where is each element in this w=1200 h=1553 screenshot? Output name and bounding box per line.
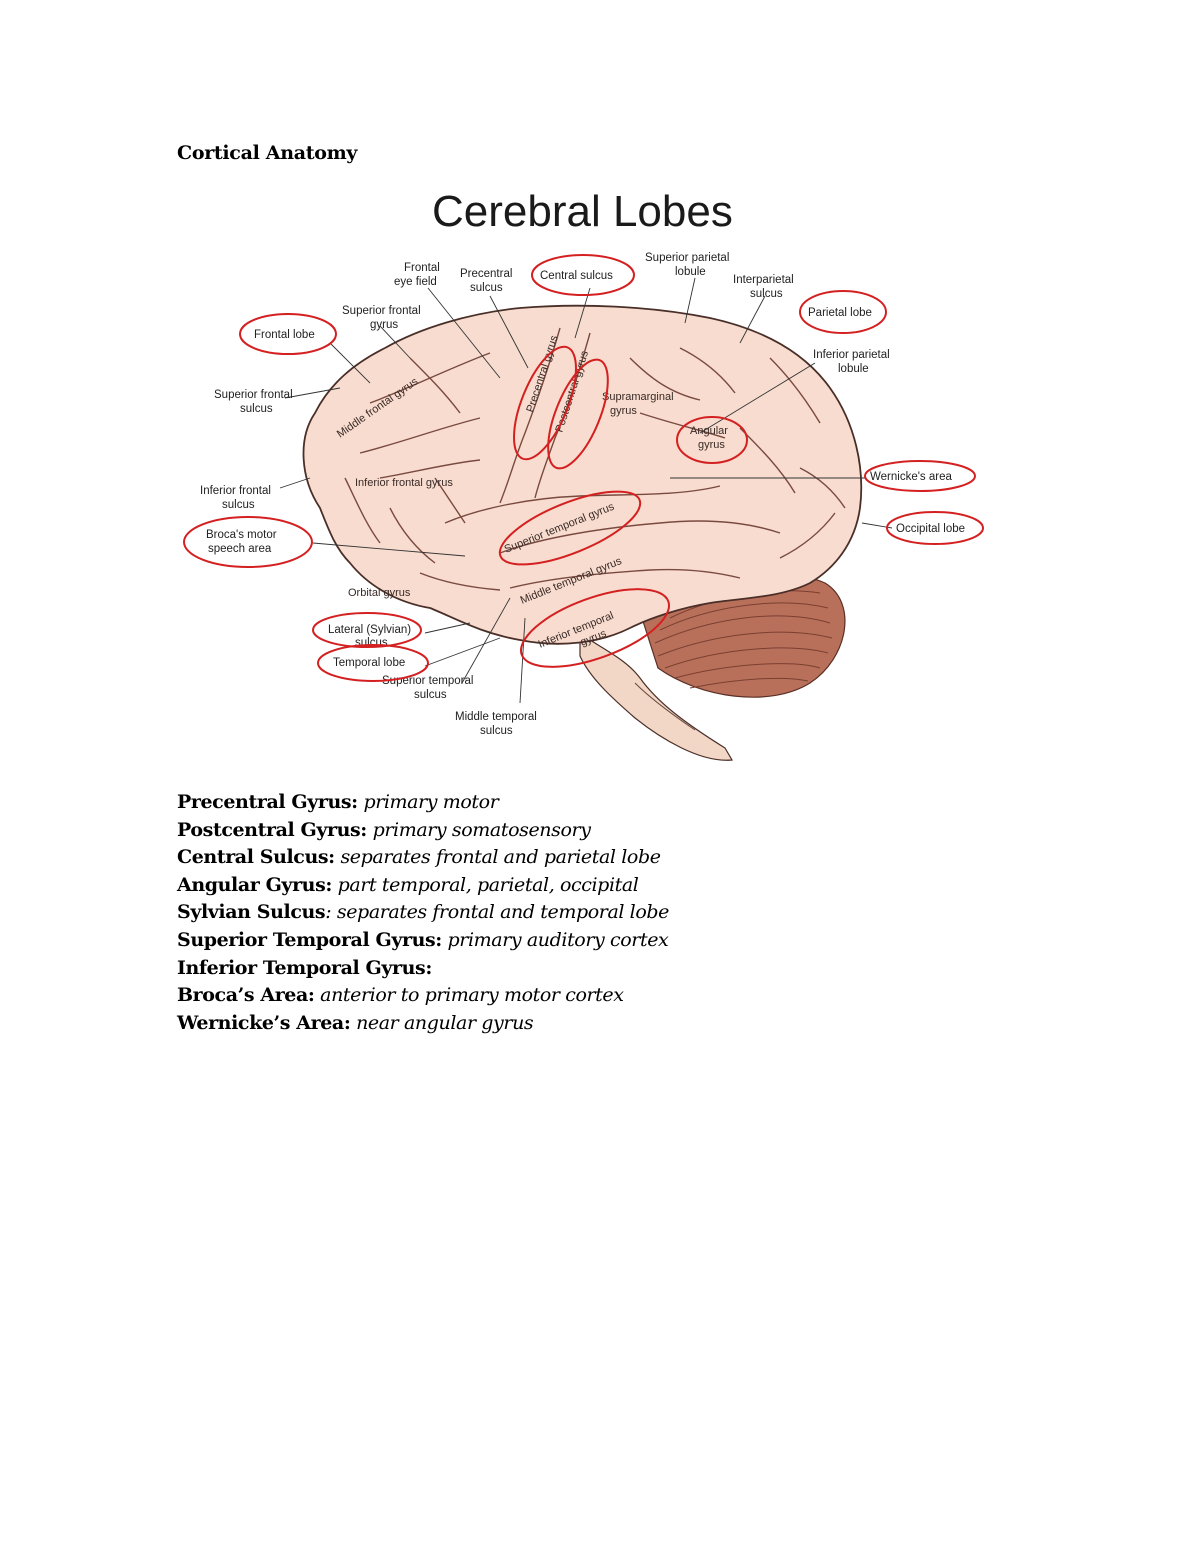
leader-lines bbox=[279, 277, 893, 704]
orbital-gyrus-label: Orbital gyrus bbox=[348, 587, 411, 599]
lateral-sulcus-highlight bbox=[312, 612, 422, 648]
highlight-circles bbox=[183, 254, 984, 682]
inferior-temporal-gyrus-highlight bbox=[519, 588, 671, 668]
middle-temporal-sulcus-label-1: Middle temporal bbox=[455, 711, 537, 723]
definition-term: Inferior Temporal Gyrus: bbox=[177, 956, 432, 979]
parietal-lobe-highlight bbox=[799, 290, 887, 334]
wernickes-area-label: Wernicke's area bbox=[870, 471, 952, 483]
definition-sylvian-sulcus: Sylvian Sulcus: separates frontal and te… bbox=[177, 899, 669, 927]
angular-gyrus-highlight bbox=[676, 416, 748, 464]
definition-desc: primary somatosensory bbox=[372, 818, 591, 841]
precentral-sulcus-label-1: Precentral bbox=[460, 268, 512, 280]
definition-term: Angular Gyrus: bbox=[177, 873, 333, 896]
definition-term: Broca’s Area: bbox=[177, 984, 315, 1007]
precentral-gyrus-highlight bbox=[513, 345, 577, 461]
definition-postcentral-gyrus: Postcentral Gyrus: primary somatosensory bbox=[177, 817, 669, 845]
occipital-lobe-label: Occipital lobe bbox=[896, 523, 965, 535]
definition-wernickes-area: Wernicke’s Area: near angular gyrus bbox=[177, 1010, 669, 1038]
angular-gyrus-label-2: gyrus bbox=[698, 439, 725, 451]
temporal-lobe-label: Temporal lobe bbox=[333, 657, 405, 669]
cerebral-lobes-figure: Cerebral Lobes bbox=[180, 178, 1010, 778]
parietal-lobe-label: Parietal lobe bbox=[808, 307, 872, 319]
superior-temporal-sulcus-label-2: sulcus bbox=[414, 689, 447, 701]
definition-desc: part temporal, parietal, occipital bbox=[337, 873, 639, 896]
temporal-lobe-highlight bbox=[317, 644, 429, 682]
definition-term: Sylvian Sulcus bbox=[177, 901, 326, 924]
definition-inferior-temporal-gyrus: Inferior Temporal Gyrus: bbox=[177, 955, 669, 983]
inferior-parietal-lobule-label-2: lobule bbox=[838, 363, 869, 375]
definition-superior-temporal-gyrus: Superior Temporal Gyrus: primary auditor… bbox=[177, 927, 669, 955]
definition-desc: separates frontal and parietal lobe bbox=[340, 846, 661, 869]
brainstem bbox=[579, 631, 733, 761]
definition-term: Postcentral Gyrus: bbox=[177, 818, 367, 841]
precentral-sulcus-label-2: sulcus bbox=[470, 282, 503, 294]
brocas-area-label-1: Broca's motor bbox=[206, 529, 277, 541]
frontal-lobe-label: Frontal lobe bbox=[254, 329, 315, 341]
supramarginal-gyrus-label-2: gyrus bbox=[610, 405, 637, 417]
central-sulcus-label: Central sulcus bbox=[540, 270, 613, 282]
occipital-lobe-highlight bbox=[886, 511, 984, 545]
middle-temporal-sulcus-label-2: sulcus bbox=[480, 725, 513, 737]
definition-brocas-area: Broca’s Area: anterior to primary motor … bbox=[177, 982, 669, 1010]
definition-angular-gyrus: Angular Gyrus: part temporal, parietal, … bbox=[177, 872, 669, 900]
definition-term: Precentral Gyrus: bbox=[177, 791, 358, 813]
inferior-frontal-sulcus-label-1: Inferior frontal bbox=[200, 485, 271, 497]
brainstem-line bbox=[634, 682, 696, 731]
central-sulcus-highlight bbox=[531, 254, 635, 296]
superior-frontal-sulcus-label-2: sulcus bbox=[240, 403, 273, 415]
inferior-frontal-gyrus-label: Inferior frontal gyrus bbox=[355, 477, 453, 489]
angular-gyrus-label-1: Angular bbox=[690, 425, 728, 437]
inferior-frontal-sulcus-label-2: sulcus bbox=[222, 499, 255, 511]
cerebellum-folia bbox=[654, 590, 833, 689]
definition-desc: anterior to primary motor cortex bbox=[320, 984, 624, 1007]
frontal-eye-field-label-2: eye field bbox=[394, 276, 437, 288]
definition-central-sulcus: Central Sulcus: separates frontal and pa… bbox=[177, 844, 669, 872]
brocas-area-label-2: speech area bbox=[208, 543, 272, 555]
figure-title: Cerebral Lobes bbox=[432, 187, 733, 236]
definition-term: Superior Temporal Gyrus: bbox=[177, 928, 442, 951]
superior-frontal-sulcus-label-1: Superior frontal bbox=[214, 389, 293, 401]
definition-desc: primary motor bbox=[363, 791, 499, 813]
definition-desc: near angular gyrus bbox=[356, 1011, 534, 1034]
definition-desc: : separates frontal and temporal lobe bbox=[325, 901, 670, 924]
superior-temporal-gyrus-highlight bbox=[498, 490, 642, 566]
frontal-eye-field-label-1: Frontal bbox=[404, 262, 440, 274]
definition-precentral-gyrus: Precentral Gyrus: primary motor bbox=[177, 789, 669, 817]
inferior-parietal-lobule-label-1: Inferior parietal bbox=[813, 349, 890, 361]
postcentral-gyrus-highlight bbox=[547, 358, 609, 470]
definition-term: Wernicke’s Area: bbox=[177, 1011, 351, 1034]
superior-parietal-lobule-label-1: Superior parietal bbox=[645, 252, 729, 264]
definition-desc: primary auditory cortex bbox=[447, 928, 669, 951]
interparietal-sulcus-label-1: Interparietal bbox=[733, 274, 794, 286]
frontal-lobe-highlight bbox=[239, 313, 337, 355]
supramarginal-gyrus-label-1: Supramarginal bbox=[602, 391, 674, 403]
superior-frontal-gyrus-label-1: Superior frontal bbox=[342, 305, 421, 317]
wernickes-area-highlight bbox=[864, 460, 976, 492]
definition-term: Central Sulcus: bbox=[177, 846, 335, 869]
superior-parietal-lobule-label-2: lobule bbox=[675, 266, 706, 278]
interparietal-sulcus-label-2: sulcus bbox=[750, 288, 783, 300]
page-heading: Cortical Anatomy bbox=[177, 142, 358, 164]
brain-diagram: Cerebral Lobes bbox=[183, 187, 984, 761]
cortex bbox=[302, 304, 863, 645]
superior-frontal-gyrus-label-2: gyrus bbox=[370, 319, 398, 331]
superior-temporal-sulcus-label-1: Superior temporal bbox=[382, 675, 473, 687]
brocas-area-highlight bbox=[183, 516, 313, 568]
definitions-list: Precentral Gyrus: primary motor Postcent… bbox=[177, 789, 669, 1037]
lateral-sulcus-label-1: Lateral (Sylvian) bbox=[328, 624, 411, 636]
